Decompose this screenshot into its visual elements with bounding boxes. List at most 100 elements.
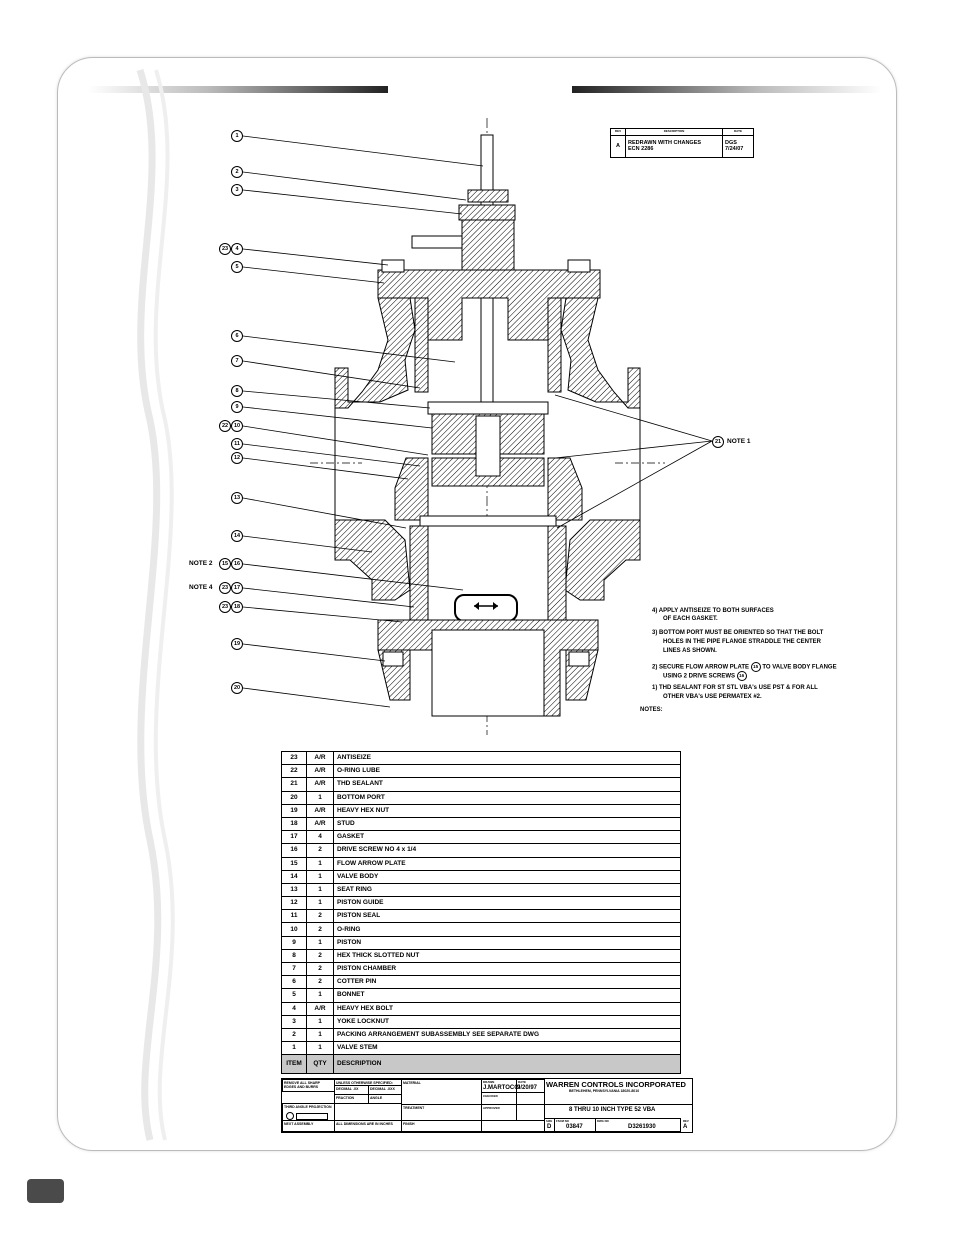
part-item: 3	[281, 1014, 307, 1029]
callout-8: 8	[231, 385, 243, 397]
callout-10b: 22	[219, 420, 231, 432]
part-qty: 1	[306, 790, 334, 805]
page-frame	[57, 57, 897, 1151]
part-qty: A/R	[306, 803, 334, 818]
part-item: 19	[281, 803, 307, 818]
note-1-label: NOTE 1	[727, 438, 751, 445]
note-2a-num: 15	[750, 662, 761, 672]
rev-date-2: 7/24/07	[725, 146, 744, 152]
note-4a: 4) APPLY ANTISEIZE TO BOTH SURFACES	[652, 608, 774, 614]
dwg-label: DWG NO	[597, 1119, 609, 1123]
part-qty: A/R	[306, 777, 334, 792]
callout-9: 9	[231, 401, 243, 413]
part-desc: PACKING ARRANGEMENT SUBASSEMBLY SEE SEPA…	[333, 1027, 681, 1043]
part-item: 17	[281, 830, 307, 845]
dims-inches: ALL DIMENSIONS ARE IN INCHES	[334, 1120, 402, 1132]
part-desc: STUD	[333, 816, 681, 832]
angle: ANGLE	[368, 1094, 402, 1104]
drawn-date: 9/20/97	[517, 1085, 538, 1091]
company-address: BETHLEHEM, PENNSYLVANIA 18020-8010	[569, 1089, 640, 1093]
part-desc: FLOW ARROW PLATE	[333, 856, 681, 871]
part-qty: 1	[306, 869, 334, 884]
callout-4b: 23	[219, 243, 231, 255]
part-item: 10	[281, 922, 307, 937]
header-rule-right	[572, 86, 882, 93]
part-desc: BOTTOM PORT	[333, 790, 681, 805]
part-qty: 2	[306, 922, 334, 937]
part-qty: A/R	[306, 816, 334, 832]
part-item: 22	[281, 764, 307, 779]
notes-title: NOTES:	[640, 707, 663, 713]
part-qty: 1	[306, 1041, 334, 1056]
part-qty: 1	[306, 1014, 334, 1029]
drawing-title: 8 THRU 10 INCH TYPE 52 VBA	[569, 1107, 656, 1113]
remove-burrs: REMOVE ALL SHARP EDGES AND BURRS	[282, 1079, 335, 1092]
callout-11: 11	[231, 438, 243, 450]
callout-17b: 23	[219, 582, 231, 594]
drawn-label: DRAWN	[483, 1080, 495, 1084]
part-qty: 1	[306, 935, 334, 950]
dwg-cell	[595, 1118, 681, 1132]
part-desc: VALVE BODY	[333, 869, 681, 884]
part-qty: 2	[306, 961, 334, 977]
callout-7: 7	[231, 355, 243, 367]
note-2-label: NOTE 2	[189, 560, 213, 567]
title-block: REMOVE ALL SHARP EDGES AND BURRS UNLESS …	[281, 1078, 693, 1133]
callout-14: 14	[231, 530, 243, 542]
dwg-value: D3261930	[628, 1124, 656, 1130]
part-desc: PISTON CHAMBER	[333, 961, 681, 977]
part-desc: BONNET	[333, 988, 681, 1003]
part-qty: 2	[306, 975, 334, 990]
rev-value: A	[683, 1124, 688, 1130]
part-qty: 1	[306, 1027, 334, 1043]
part-item: 12	[281, 896, 307, 911]
company-name: WARREN CONTROLS INCORPORATED	[546, 1080, 686, 1089]
part-desc: HEX THICK SLOTTED NUT	[333, 948, 681, 964]
part-qty: A/R	[306, 750, 334, 766]
fscm-label: FSCM NO	[556, 1119, 569, 1123]
note-2a-text: 2) SECURE FLOW ARROW PLATE	[652, 664, 749, 671]
revision-block: REV DESCRIPTION DATE A REDRAWN WITH CHAN…	[610, 128, 754, 158]
part-qty: 4	[306, 830, 334, 845]
note-2b-text: USING 2 DRIVE SCREWS	[663, 673, 736, 680]
drawn-by: J.MARTOCCI	[483, 1085, 521, 1091]
part-item: 7	[281, 961, 307, 977]
parts-header-qty: QTY	[306, 1054, 334, 1075]
callout-1: 1	[231, 130, 243, 142]
part-item: 20	[281, 790, 307, 805]
part-qty: A/R	[306, 764, 334, 779]
callout-6: 6	[231, 330, 243, 342]
part-item: 15	[281, 856, 307, 871]
part-qty: A/R	[306, 1001, 334, 1016]
part-desc: COTTER PIN	[333, 975, 681, 990]
callout-20: 20	[231, 682, 243, 694]
part-desc: PISTON GUIDE	[333, 896, 681, 911]
note-3b: HOLES IN THE PIPE FLANGE STRADDLE THE CE…	[663, 639, 822, 645]
rev-desc-2: ECN 2286	[628, 146, 654, 152]
material: MATERIAL	[401, 1079, 482, 1105]
part-desc: GASKET	[333, 830, 681, 845]
note-3c: LINES AS SHOWN.	[663, 648, 717, 654]
note-1a: 1) THD SEALANT FOR ST STL VBA's USE PST …	[652, 685, 818, 691]
part-item: 5	[281, 988, 307, 1003]
projection-cone-icon	[296, 1113, 328, 1120]
size-value: D	[547, 1124, 552, 1130]
callout-10: 10	[231, 420, 243, 432]
part-desc: VALVE STEM	[333, 1041, 681, 1056]
